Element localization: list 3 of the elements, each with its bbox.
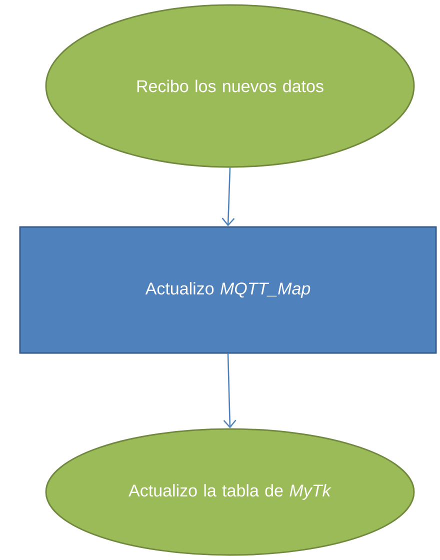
arrow [223, 354, 236, 428]
process-box: Actualizo MQTT_Map [19, 226, 437, 354]
arrow [222, 168, 235, 226]
